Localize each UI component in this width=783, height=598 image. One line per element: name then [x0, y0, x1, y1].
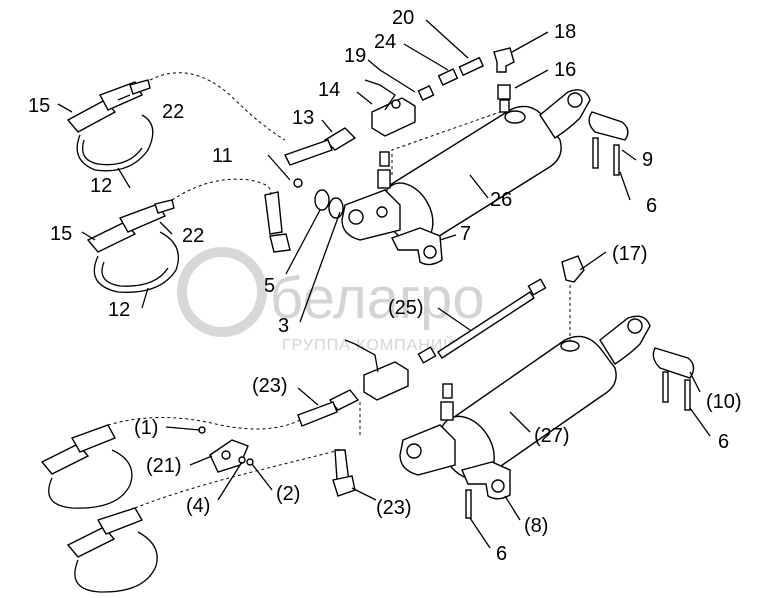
- callout-23b: (23): [376, 497, 412, 519]
- callout-22a: 22: [162, 101, 184, 123]
- callout-25: (25): [388, 297, 424, 319]
- small-parts-lower: [198, 426, 254, 473]
- coupler-set-3: [40, 424, 133, 509]
- callout-7: 7: [460, 223, 471, 245]
- callout-4: (4): [186, 495, 210, 517]
- callout-18: 18: [554, 21, 576, 43]
- callout-1: (1): [134, 417, 158, 439]
- watermark-subtitle: ГРУППА КОМПАНИЙ: [282, 335, 456, 354]
- callout-8: (8): [524, 515, 548, 537]
- callout-13: 13: [292, 107, 314, 129]
- callout-15b: 15: [50, 223, 72, 245]
- watermark: белагро ГРУППА КОМПАНИЙ: [177, 247, 485, 354]
- coupler-set-4: [66, 507, 158, 593]
- lower-valve: [297, 339, 409, 497]
- callout-15a: 15: [28, 95, 50, 117]
- callout-labels: 15 22 12 15 22 12 13 14 19 24 20 18 16 1…: [28, 7, 742, 565]
- callout-2: (2): [276, 483, 300, 505]
- callout-3: 3: [278, 315, 289, 337]
- callout-22b: 22: [182, 225, 204, 247]
- callout-6c: 6: [496, 543, 507, 565]
- callout-17: (17): [612, 243, 648, 265]
- coupler-set-1: [66, 79, 154, 172]
- callout-10: (10): [706, 391, 742, 413]
- upper-small-parts: [264, 178, 344, 253]
- callout-9: 9: [642, 149, 653, 171]
- leader-lines: [57, 19, 711, 549]
- callout-12b: 12: [108, 299, 130, 321]
- callout-19: 19: [344, 45, 366, 67]
- watermark-brand: белагро: [270, 266, 485, 331]
- callout-6b: 6: [718, 431, 729, 453]
- callout-6a: 6: [646, 195, 657, 217]
- upper-cylinder: [341, 47, 629, 266]
- callout-23a: (23): [252, 375, 288, 397]
- callout-26: 26: [490, 189, 512, 211]
- callout-16: 16: [554, 59, 576, 81]
- callout-27: (27): [534, 425, 570, 447]
- hose-lines: [107, 72, 571, 509]
- upper-valve: [284, 56, 485, 166]
- callout-5: 5: [264, 275, 275, 297]
- watermark-logo: [177, 247, 267, 337]
- callout-21: (21): [146, 455, 182, 477]
- callout-14: 14: [318, 79, 340, 101]
- callout-12a: 12: [90, 175, 112, 197]
- callout-24: 24: [374, 31, 396, 53]
- callout-11: 11: [212, 145, 233, 167]
- callout-20: 20: [392, 7, 414, 29]
- coupler-set-2: [86, 199, 180, 293]
- lower-cylinder: [399, 255, 695, 519]
